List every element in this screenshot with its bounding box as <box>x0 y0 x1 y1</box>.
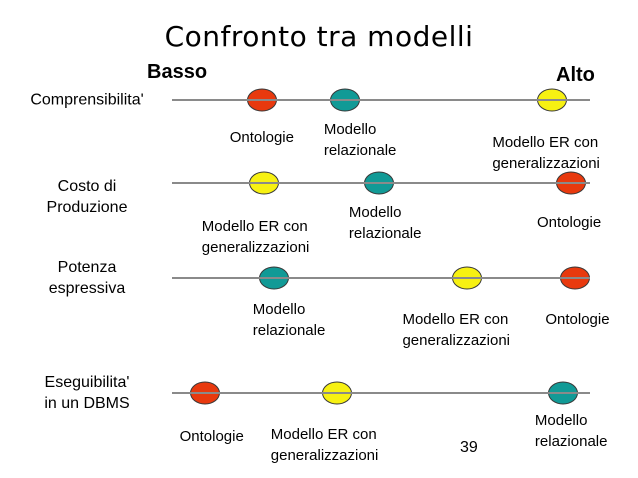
criterion-label: Eseguibilita' in un DBMS <box>44 374 130 412</box>
dot-label-ontologie: Ontologie <box>179 428 244 445</box>
scale-line <box>172 99 590 101</box>
scale-line <box>172 277 590 279</box>
dot-label-modello-relazionale: Modello relazionale <box>534 412 608 450</box>
criterion-label: Potenza espressiva <box>48 259 126 297</box>
dot-label-ontologie: Ontologie <box>536 214 602 231</box>
scale-line <box>172 182 590 184</box>
axis-label-low: Basso <box>147 61 208 83</box>
criterion-label: Costo di Produzione <box>46 178 128 216</box>
criterion-label: Comprensibilita' <box>30 91 144 109</box>
dot-label-modello-relazionale: Modello relazionale <box>348 204 422 242</box>
dot-label-modello-er-con-generalizzazioni: Modello ER con generalizzazioni <box>270 426 379 464</box>
slide-title: Confronto tra modelli <box>164 20 474 53</box>
dot-label-modello-er-con-generalizzazioni: Modello ER con generalizzazioni <box>402 311 511 349</box>
dot-label-modello-relazionale: Modello relazionale <box>323 121 397 159</box>
dot-label-modello-relazionale: Modello relazionale <box>252 301 326 339</box>
dot-label-ontologie: Ontologie <box>229 129 294 146</box>
axis-label-high: Alto <box>556 64 595 86</box>
page-number: 39 <box>460 439 478 456</box>
dot-label-modello-er-con-generalizzazioni: Modello ER con generalizzazioni <box>492 134 600 172</box>
dot-label-modello-er-con-generalizzazioni: Modello ER con generalizzazioni <box>201 218 310 256</box>
dot-label-ontologie: Ontologie <box>545 311 610 328</box>
scale-line <box>172 392 590 394</box>
